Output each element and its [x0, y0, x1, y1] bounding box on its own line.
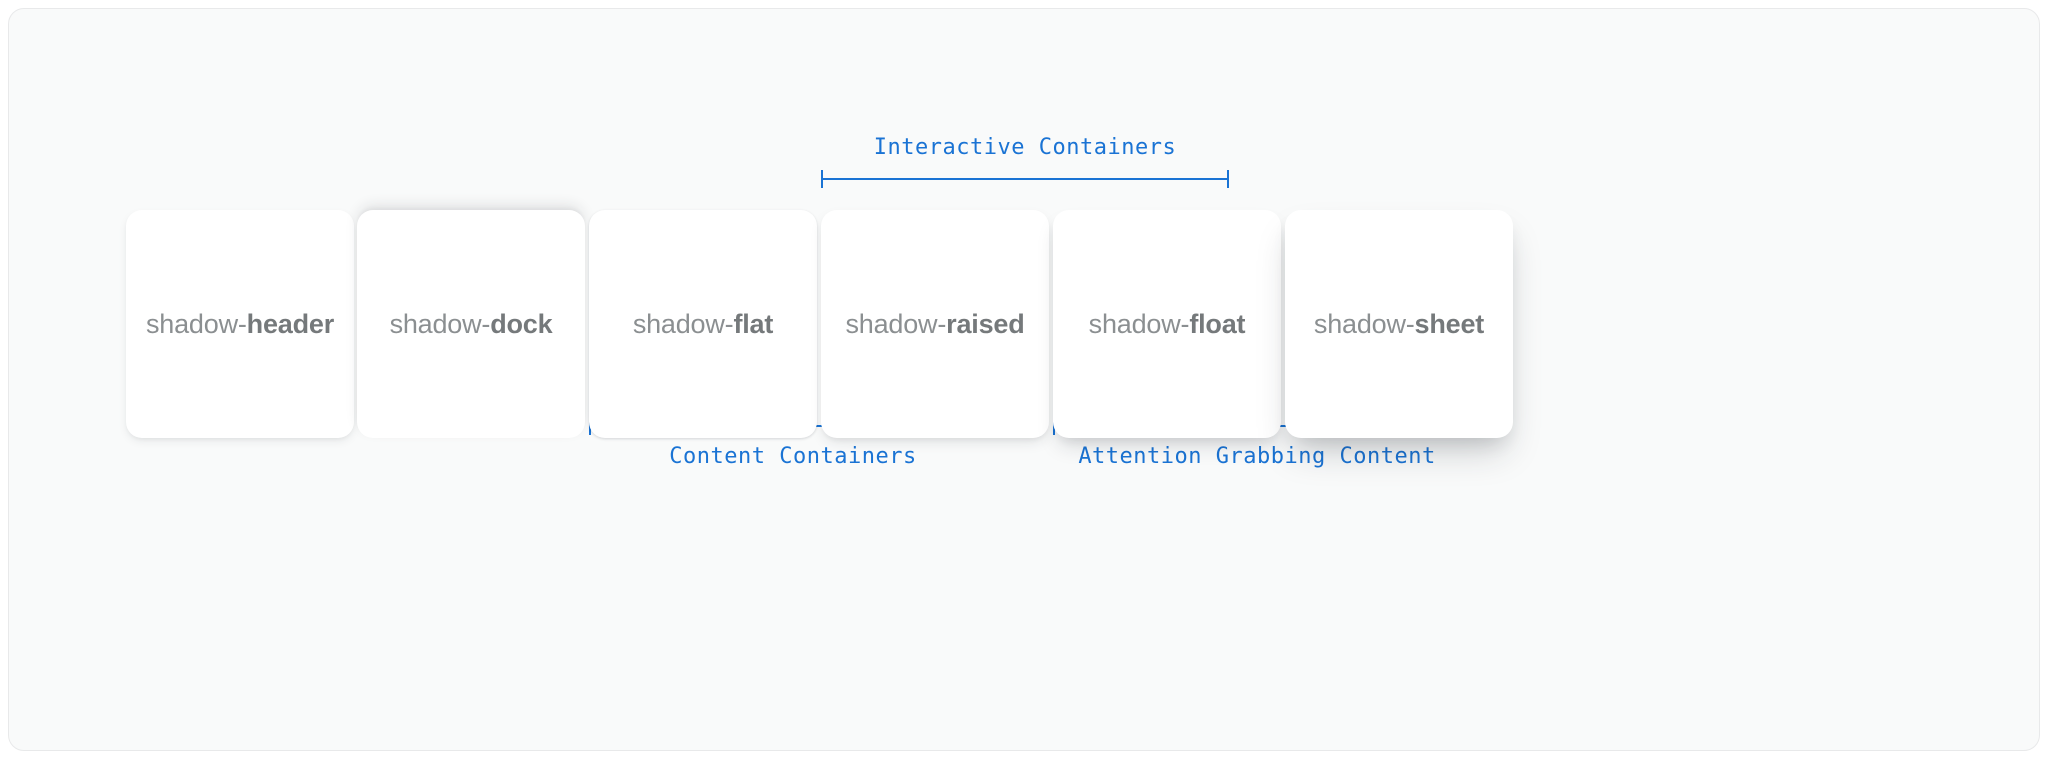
card-label-prefix: shadow-	[1088, 308, 1190, 339]
card-label-prefix: shadow-	[146, 308, 247, 339]
annotation-label: Content Containers	[669, 444, 917, 469]
card-label: shadow-flat	[632, 308, 774, 339]
annotation-interactive-containers: Interactive Containers	[821, 137, 1229, 188]
card-label: shadow-sheet	[1313, 308, 1485, 339]
card-label-suffix: float	[1189, 308, 1246, 339]
card-label-prefix: shadow-	[632, 308, 734, 339]
card-label-suffix: flat	[733, 308, 774, 339]
shadow-card-row: shadow-header shadow-dock shadow-flat sh…	[9, 9, 2039, 750]
card-label-suffix: sheet	[1414, 308, 1485, 339]
shadow-showcase-panel: Interactive Containers Content Container…	[8, 8, 2040, 751]
card-label: shadow-float	[1088, 308, 1246, 339]
shadow-card-dock[interactable]: shadow-dock	[357, 210, 585, 438]
card-label-suffix: header	[246, 308, 335, 339]
shadow-card-flat[interactable]: shadow-flat	[589, 210, 817, 438]
bracket-line	[821, 178, 1229, 180]
shadow-card-float[interactable]: shadow-float	[1053, 210, 1281, 438]
card-label-prefix: shadow-	[1313, 308, 1415, 339]
card-label-prefix: shadow-	[845, 308, 947, 339]
shadow-card-raised[interactable]: shadow-raised	[821, 210, 1049, 438]
shadow-card-header[interactable]: shadow-header	[126, 210, 354, 438]
annotation-bracket	[821, 170, 1229, 188]
card-label: shadow-dock	[389, 308, 553, 339]
shadow-card-sheet[interactable]: shadow-sheet	[1285, 210, 1513, 438]
annotation-label: Attention Grabbing Content	[1078, 444, 1436, 469]
bracket-cap-right-icon	[1227, 170, 1229, 188]
card-label: shadow-header	[146, 308, 335, 339]
annotation-label: Interactive Containers	[873, 135, 1177, 160]
card-label-prefix: shadow-	[389, 308, 491, 339]
card-label-suffix: dock	[490, 308, 553, 339]
card-label: shadow-raised	[845, 308, 1025, 339]
card-label-suffix: raised	[946, 308, 1025, 339]
